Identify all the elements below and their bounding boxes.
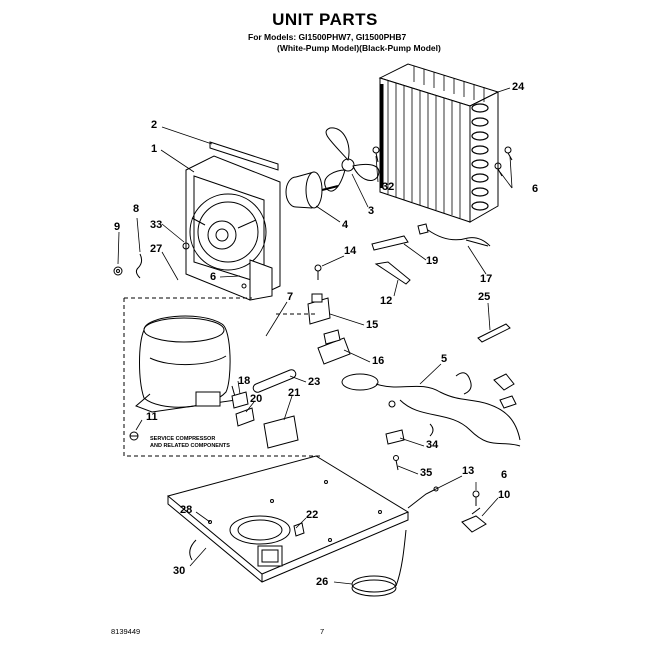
fan-blade bbox=[325, 128, 379, 191]
small-parts-left bbox=[114, 243, 189, 278]
callout-21: 21 bbox=[288, 387, 301, 399]
fan-motor bbox=[286, 172, 338, 208]
callout-34: 34 bbox=[426, 439, 439, 451]
callout-19: 19 bbox=[426, 255, 439, 267]
callout-3: 3 bbox=[368, 205, 375, 217]
callout-5: 5 bbox=[441, 353, 448, 365]
page-number: 7 bbox=[320, 627, 325, 636]
callout-14: 14 bbox=[344, 245, 357, 257]
screw-13 bbox=[408, 487, 438, 508]
part-number: 8139449 bbox=[111, 627, 141, 636]
page-title: UNIT PARTS bbox=[272, 10, 378, 29]
callout-8: 8 bbox=[133, 203, 140, 215]
drain-fitting bbox=[462, 491, 486, 532]
callout-15: 15 bbox=[366, 319, 379, 331]
compressor bbox=[136, 316, 236, 412]
callout-24: 24 bbox=[512, 81, 525, 93]
callout-2: 2 bbox=[151, 119, 158, 131]
callout-17: 17 bbox=[480, 273, 493, 285]
callout-4: 4 bbox=[342, 219, 349, 231]
callout-6-lower: 6 bbox=[501, 469, 508, 481]
callout-7: 7 bbox=[287, 291, 294, 303]
callout-35: 35 bbox=[420, 467, 433, 479]
callout-20: 20 bbox=[250, 393, 263, 405]
nut-11 bbox=[130, 432, 138, 440]
callout-27: 27 bbox=[150, 243, 163, 255]
variants-line: (White-Pump Model)(Black-Pump Model) bbox=[277, 43, 441, 53]
callout-16: 16 bbox=[372, 355, 385, 367]
callout-28: 28 bbox=[180, 504, 193, 516]
leader-lines bbox=[118, 88, 512, 584]
callout-33: 33 bbox=[150, 219, 163, 231]
base-pan bbox=[168, 456, 408, 582]
condenser-coil bbox=[380, 64, 498, 222]
compressor-group-outline bbox=[124, 298, 320, 456]
callout-26: 26 bbox=[316, 576, 329, 588]
relay-and-bracket bbox=[308, 294, 350, 364]
callout-6-right: 6 bbox=[532, 183, 539, 195]
callout-1: 1 bbox=[151, 143, 158, 155]
callout-13: 13 bbox=[462, 465, 475, 477]
callout-32: 32 bbox=[382, 181, 395, 193]
callout-25: 25 bbox=[478, 291, 491, 303]
callout-12: 12 bbox=[380, 295, 393, 307]
callout-18: 18 bbox=[238, 375, 251, 387]
models-line: For Models: GI1500PHW7, GI1500PHB7 bbox=[248, 32, 407, 42]
service-note-line2: AND RELATED COMPONENTS bbox=[150, 443, 230, 449]
callout-6-shroud: 6 bbox=[210, 271, 217, 283]
wiring-harness bbox=[342, 373, 520, 446]
upper-right-small-parts bbox=[315, 224, 510, 342]
callout-23: 23 bbox=[308, 376, 321, 388]
compressor-components bbox=[232, 370, 298, 448]
callout-9: 9 bbox=[114, 221, 121, 233]
service-note-line1: SERVICE COMPRESSOR bbox=[150, 436, 216, 442]
gasket-strip bbox=[210, 142, 278, 170]
callout-11: 11 bbox=[146, 411, 158, 423]
callout-22: 22 bbox=[306, 509, 319, 521]
callout-10: 10 bbox=[498, 489, 511, 501]
fan-shroud bbox=[186, 156, 280, 300]
callout-30: 30 bbox=[173, 565, 186, 577]
screws-lower-middle bbox=[386, 430, 404, 470]
